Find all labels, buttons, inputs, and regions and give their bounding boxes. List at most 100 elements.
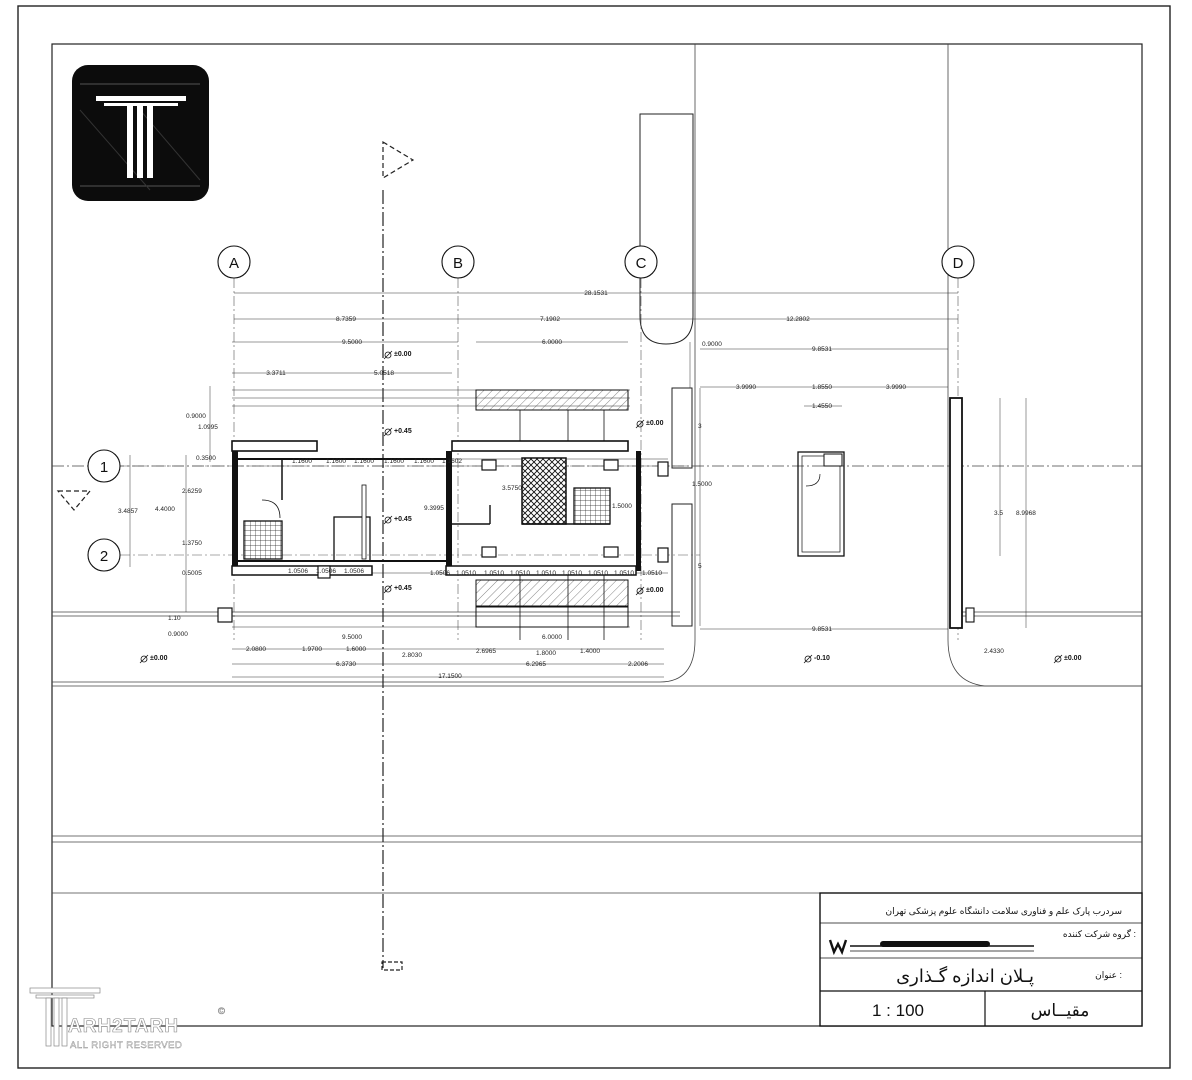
dim-text: 1.5000 — [692, 481, 712, 488]
dim-text: 6.0000 — [542, 339, 562, 346]
dim-text: 1.0995 — [198, 424, 218, 431]
axis-label-a: A — [229, 255, 239, 272]
top-dimension-lines — [232, 292, 958, 678]
dim-text: 1.0506 — [430, 570, 450, 577]
dim-text: 1.1600 — [414, 458, 434, 465]
dim-text: 1.1600 — [326, 458, 346, 465]
dim-text: 3.5 — [994, 510, 1003, 517]
dim-text: 17.1500 — [438, 673, 462, 680]
dim-text: 9.5000 — [342, 339, 362, 346]
level-label: -0.10 — [814, 655, 830, 662]
dim-text: 1.0506 — [316, 568, 336, 575]
level-label: ±0.00 — [150, 655, 168, 662]
dim-text: 1.0510 — [588, 570, 608, 577]
dim-text: 0.3500 — [196, 455, 216, 462]
dim-text: 1.0510 — [510, 570, 530, 577]
dim-text: 1.0506 — [288, 568, 308, 575]
dim-text: 1.6000 — [346, 646, 366, 653]
dimension-texts: 28.1531 8.7359 7.1902 12.2802 9.5000 6.0… — [118, 290, 1036, 680]
axis-label-b: B — [453, 255, 463, 272]
gate-wall-d — [949, 397, 975, 629]
level-label: ±0.00 — [646, 587, 664, 594]
dim-text: 9.5000 — [342, 634, 362, 641]
dim-text: 1.3750 — [182, 540, 202, 547]
title-label: عنوان : — [1095, 970, 1122, 980]
dim-text: 2.2006 — [628, 661, 648, 668]
dim-text: 4.4000 — [155, 506, 175, 513]
dim-text: 1.0510 — [456, 570, 476, 577]
dim-text: 8.9968 — [1016, 510, 1036, 517]
dim-text: 9.8531 — [812, 626, 832, 633]
level-label: +0.45 — [394, 428, 412, 435]
dim-text: 5.0518 — [374, 370, 394, 377]
dim-text: 1.0510 — [484, 570, 504, 577]
dim-text: 0.9000 — [168, 631, 188, 638]
dim-text: 1.0510 — [536, 570, 556, 577]
dim-text: 1.0510 — [642, 570, 662, 577]
level-label: ±0.00 — [394, 351, 412, 358]
dim-text: 12.2802 — [786, 316, 810, 323]
dim-text: 2.8030 — [402, 652, 422, 659]
firm-logo — [72, 65, 209, 201]
dim-text: 1.4000 — [580, 648, 600, 655]
watermark-logo — [29, 987, 101, 1047]
dim-text: 7.1902 — [540, 316, 560, 323]
dim-text: 3.9990 — [886, 384, 906, 391]
dim-text: 3.4857 — [118, 508, 138, 515]
site-lines — [52, 44, 1142, 894]
middle-building — [445, 389, 669, 640]
dim-text: 5 — [698, 563, 702, 570]
level-label: +0.45 — [394, 516, 412, 523]
dim-text: 0.9000 — [186, 413, 206, 420]
dim-text: 1.0506 — [344, 568, 364, 575]
level-label: ±0.00 — [646, 420, 664, 427]
dim-text: 1.1600 — [384, 458, 404, 465]
column-c-feature — [639, 113, 694, 627]
kiosk — [797, 451, 845, 557]
level-label: ±0.00 — [1064, 655, 1082, 662]
dim-text: 6.2965 — [526, 661, 546, 668]
dim-text: 1.8550 — [812, 384, 832, 391]
dim-text: 8.7359 — [336, 316, 356, 323]
dim-text: 2.6965 — [476, 648, 496, 655]
watermark-name: ARH2TARH — [68, 1016, 179, 1037]
dim-text: 3.3711 — [266, 370, 286, 377]
dim-text: 6.3730 — [336, 661, 356, 668]
dim-text: 28.1531 — [584, 290, 608, 297]
axis-label-c: C — [636, 255, 647, 272]
side-dimension-lines — [129, 342, 1027, 628]
dim-text: 9.8531 — [812, 346, 832, 353]
watermark-copyright: © — [218, 1006, 226, 1017]
dim-text: 2.6259 — [182, 488, 202, 495]
dim-text: 1.5000 — [612, 503, 632, 510]
scale-value: 1 : 100 — [872, 1001, 924, 1020]
dim-text: 1.8000 — [536, 650, 556, 657]
section-markers — [56, 140, 415, 971]
company-label: گروه شرکت کننده : — [1063, 928, 1136, 939]
dim-text: 0.9000 — [702, 341, 722, 348]
dim-text: 2.0800 — [246, 646, 266, 653]
dim-text: 1.10 — [168, 615, 181, 622]
dim-text: 9.3995 — [424, 505, 444, 512]
dim-text: 1.0510 — [614, 570, 634, 577]
grid-axis-bubbles: A B C D 1 2 — [87, 245, 975, 572]
dim-text: 0.5005 — [182, 570, 202, 577]
inner-border — [51, 43, 1143, 1027]
dim-text: 2.4330 — [984, 648, 1004, 655]
axis-label-d: D — [953, 255, 964, 272]
company-logo — [828, 939, 1034, 956]
dim-text: 1.1602 — [442, 458, 462, 465]
left-building — [217, 440, 446, 623]
axis-label-1: 1 — [100, 459, 108, 476]
axis-label-2: 2 — [100, 548, 108, 565]
dim-text: 1.9700 — [302, 646, 322, 653]
watermark: ARH2TARH ALL RIGHT RESERVED © — [29, 987, 226, 1051]
level-markers: ±0.00 +0.45 +0.45 +0.45 ±0.00 ±0.00 ±0.0… — [139, 350, 1082, 664]
project-title: سردرب پارک علم و فناوری سلامت دانشگاه عل… — [886, 905, 1123, 917]
level-label: +0.45 — [394, 585, 412, 592]
dim-text: 3.5750 — [502, 485, 522, 492]
dim-text: 1.4550 — [812, 403, 832, 410]
scale-label: مقیــاس — [1031, 1001, 1090, 1020]
dim-text: 1.1600 — [354, 458, 374, 465]
